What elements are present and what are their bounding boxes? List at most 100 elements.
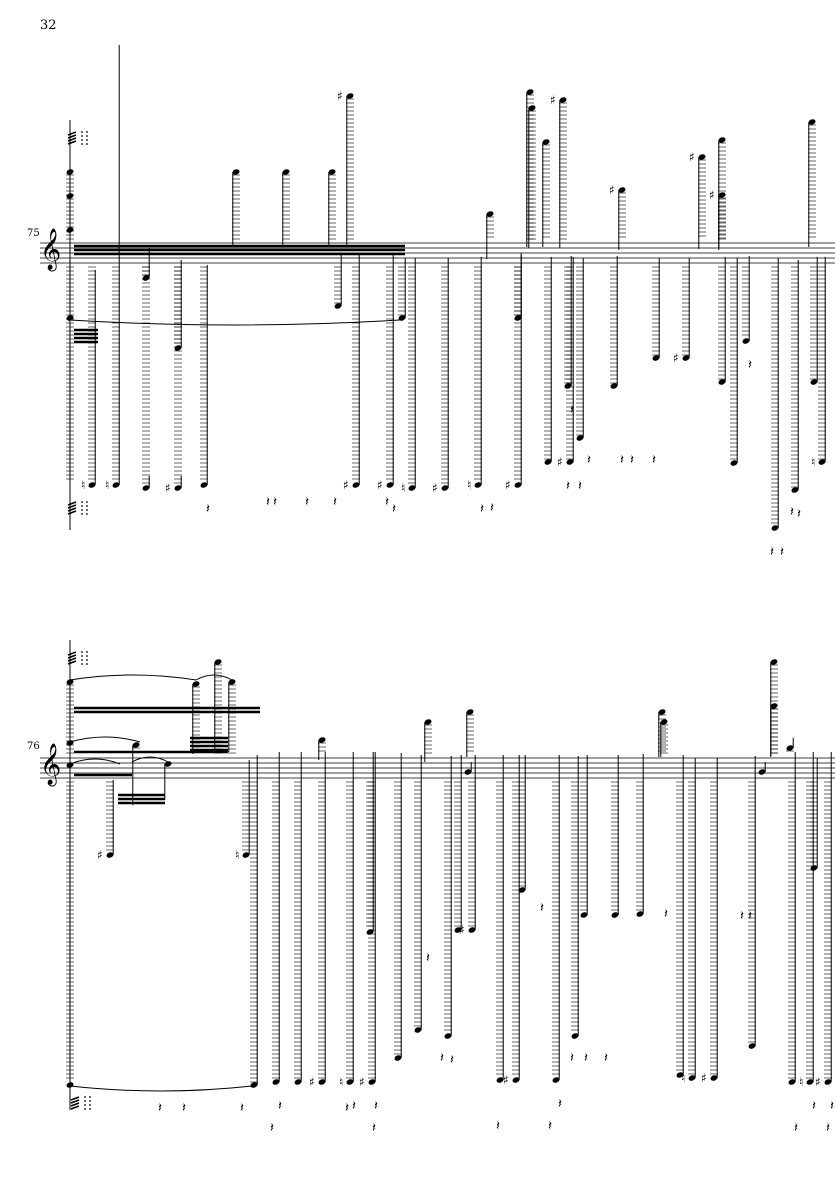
tremolo-icon — [67, 651, 88, 665]
notehead — [618, 187, 626, 193]
quarter-rest-icon: 𝄽 — [630, 453, 634, 468]
notehead — [514, 315, 522, 321]
note — [770, 703, 778, 756]
note — [334, 254, 342, 309]
note — [454, 755, 462, 933]
quarter-rest-icon: 𝄽 — [578, 479, 582, 494]
notehead — [611, 912, 619, 918]
notehead — [328, 169, 336, 175]
tremolo-icon — [67, 501, 88, 515]
beam — [74, 706, 260, 714]
notehead — [142, 485, 150, 491]
dot — [86, 139, 88, 141]
notehead — [742, 338, 750, 344]
notehead — [346, 1079, 354, 1085]
notehead — [810, 379, 818, 385]
measure-number-75: 75 — [27, 228, 40, 239]
note — [652, 258, 660, 361]
dot — [86, 655, 88, 657]
notehead — [652, 355, 660, 361]
dot — [84, 1100, 86, 1102]
tremolo-bar — [70, 1096, 80, 1101]
notehead — [214, 659, 222, 665]
note — [132, 742, 140, 805]
quarter-rest-icon: 𝄽 — [540, 901, 544, 916]
notehead — [682, 355, 690, 361]
quarter-rest-icon: 𝄽 — [748, 909, 752, 924]
notehead — [174, 345, 182, 351]
tie — [195, 674, 233, 681]
quarter-rest-icon: 𝄽 — [770, 545, 774, 560]
quarter-rest-icon: 𝄽 — [374, 1099, 378, 1114]
note — [282, 169, 290, 247]
note — [676, 755, 684, 1078]
notehead — [232, 169, 240, 175]
tremolo-bar — [70, 1105, 80, 1110]
natural-icon: ♮ — [105, 478, 109, 492]
notehead — [272, 1079, 280, 1085]
tremolo-icon — [67, 131, 88, 145]
tremolo-bar — [67, 501, 77, 506]
tremolo-bar — [67, 660, 77, 665]
notehead — [386, 482, 394, 488]
note — [464, 762, 472, 775]
notehead — [698, 154, 706, 160]
note — [571, 756, 579, 1039]
notehead — [66, 740, 74, 746]
notehead — [786, 745, 794, 751]
quarter-rest-icon: 𝄽 — [305, 495, 309, 510]
note — [318, 737, 326, 760]
notehead — [610, 383, 618, 389]
note — [486, 211, 494, 259]
dot — [86, 501, 88, 503]
quarter-rest-icon: 𝄽 — [584, 1051, 588, 1066]
note: ♯𝄽 — [359, 752, 378, 1114]
tremolo-bar — [67, 651, 77, 656]
quarter-rest-icon: 𝄽 — [426, 951, 430, 966]
note: ♯ — [557, 257, 574, 469]
note — [398, 258, 406, 321]
note: ♮𝄽 — [467, 257, 484, 517]
notehead — [414, 1027, 422, 1033]
notehead — [174, 485, 182, 491]
note: ♮𝄽 — [799, 752, 816, 1114]
note: ♯ — [673, 258, 690, 365]
sharp-icon: ♯ — [505, 478, 511, 492]
dot — [86, 131, 88, 133]
note — [228, 679, 236, 754]
dot — [86, 659, 88, 661]
natural-icon: ♮ — [799, 1075, 803, 1089]
notehead — [200, 482, 208, 488]
note: ♯ — [432, 258, 449, 495]
note: ♯ — [343, 255, 360, 492]
notehead — [810, 865, 818, 871]
sharp-icon: ♯ — [359, 1075, 365, 1089]
dot — [84, 1104, 86, 1106]
dot — [86, 509, 88, 511]
sharp-icon: ♯ — [309, 1075, 315, 1089]
notehead — [368, 1079, 376, 1085]
note — [174, 260, 182, 351]
note: ♯ — [503, 755, 520, 1087]
notehead — [770, 659, 778, 665]
notehead — [66, 679, 74, 685]
note — [610, 256, 618, 389]
note — [424, 719, 432, 762]
notehead — [88, 482, 96, 488]
note: ♮ — [401, 258, 416, 495]
quarter-rest-icon: 𝄽 — [780, 545, 784, 560]
note — [808, 119, 816, 247]
sharp-icon: ♯ — [337, 89, 343, 103]
notehead — [571, 1033, 579, 1039]
tie — [69, 319, 401, 326]
sharp-icon: ♯ — [377, 478, 383, 492]
sharp-icon: ♯ — [689, 150, 695, 164]
note — [758, 762, 766, 775]
quarter-rest-icon: 𝄽 — [797, 507, 801, 522]
quarter-rest-icon: 𝄽 — [372, 1121, 376, 1136]
dot — [81, 139, 83, 141]
page-number: 32 — [40, 18, 57, 33]
beam — [118, 793, 165, 805]
note: ♯ — [309, 752, 326, 1089]
note: ♯ — [505, 255, 522, 492]
